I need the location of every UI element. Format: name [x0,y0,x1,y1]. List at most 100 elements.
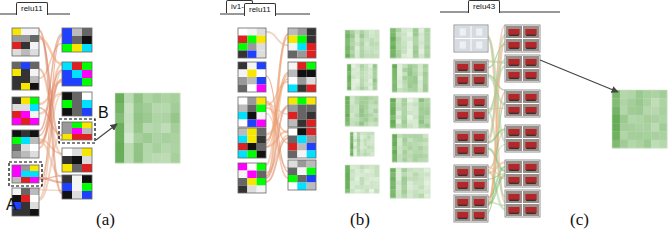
tile-cell [307,120,316,128]
matrix-cell [636,123,644,132]
tile-cell [307,151,316,159]
matrix-cell [424,111,430,116]
matrix-cell [396,172,402,177]
photo-ground [455,179,471,191]
matrix-cell [407,32,413,37]
image-tile [505,25,540,52]
matrix-cell [357,142,361,146]
tile-cell [288,160,297,168]
matrix-cell [373,71,378,75]
matrix-cell [418,146,423,150]
matrix-cell [396,41,402,46]
matrix-cell [360,132,364,136]
tile-cell [30,118,39,125]
photo-ground [455,144,471,156]
matrix-frame [345,96,378,126]
matrix-cell [643,90,651,99]
tile-cell [257,51,266,59]
photo-ground [523,104,539,116]
tile-cell [238,43,247,51]
photo-ground [506,91,522,103]
tile-cell [247,151,256,159]
tile-cell [307,36,316,44]
tile-cell [12,151,21,158]
feature-tile [12,62,39,90]
matrix-cell [392,72,397,76]
matrix-cell [396,37,402,42]
photo-object [526,148,536,149]
tile-cell [297,36,306,44]
matrix-cell [401,119,407,124]
matrix-cell [350,149,354,153]
tile-cell [257,178,266,186]
tile-cell [238,51,247,59]
photo-object [509,200,519,201]
matrix-cell [423,68,428,72]
matrix-cell [115,133,125,143]
matrix-cell [350,50,355,54]
matrix-cell [407,88,412,92]
matrix-cell [350,109,355,114]
tile-cell [30,49,39,56]
matrix-cell [413,158,418,162]
matrix-cell [397,142,402,146]
matrix-cell [360,149,364,153]
photo-object [508,207,519,213]
tile-cell [82,128,92,134]
photo-object [508,94,519,100]
tile-cell [238,136,247,144]
tile-cell [30,97,39,104]
tile-cell [82,108,92,116]
matrix-cell [413,150,418,154]
tile-cell [62,44,72,52]
matrix-cell [636,107,644,116]
matrix-cell [353,139,357,143]
matrix-cell [124,133,134,143]
tile-cell [12,69,21,76]
matrix-cell [390,41,396,46]
matrix-cell [357,139,361,143]
matrix-cell [350,135,354,139]
photo-ground [523,204,539,216]
tile-cell [21,49,30,56]
image-tile [505,90,540,117]
photo-ground [506,204,522,216]
tile-cell [62,70,72,78]
matrix-cell [364,132,368,136]
photo-object [525,164,536,170]
matrix-cell [418,64,423,68]
matrix-cell [345,109,350,114]
matrix-cell [402,158,407,162]
tile-cell [257,143,266,151]
matrix-cell [369,30,374,34]
photo-ground [472,61,488,73]
tile-cell [21,177,30,183]
matrix-cell [152,133,162,143]
tile-cell [238,128,247,136]
tile-cell [247,97,256,105]
matrix-cell [390,181,396,186]
matrix-cell [390,185,396,190]
matrix-cell [643,98,651,107]
matrix-cell [161,93,171,103]
matrix-cell [413,32,419,37]
matrix-cell [407,41,413,46]
matrix-cell [347,86,352,90]
tile-cell [307,143,316,151]
photo-object [457,212,468,218]
matrix-cell [359,96,364,101]
matrix-cell [353,146,357,150]
matrix-cell [373,117,378,122]
matrix-cell [402,64,407,68]
tile-cell [297,168,306,176]
tile-cell [238,36,247,44]
matrix-cell [424,189,430,194]
matrix-cell [115,113,125,123]
matrix-cell [419,54,425,59]
matrix-cell [350,113,355,118]
matrix-cell [350,177,355,181]
matrix-cell [360,68,365,72]
tile-cell [30,137,39,144]
matrix-cell [360,146,364,150]
photo-ground [472,209,488,221]
